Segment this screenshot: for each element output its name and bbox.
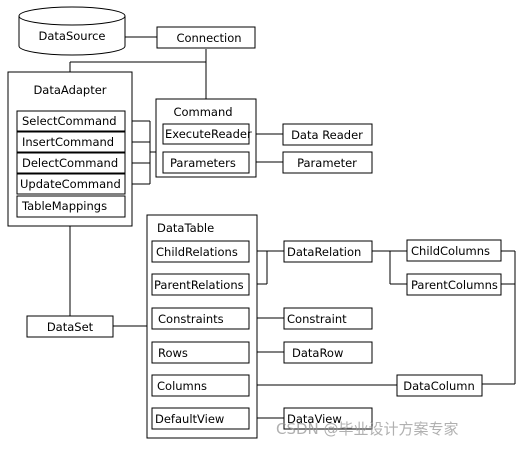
connector-columns-datacolumn — [482, 250, 516, 385]
dataview-label: DataView — [287, 412, 342, 426]
constraint-box[interactable]: Constraint — [283, 307, 373, 330]
dataview-box[interactable]: DataView — [283, 407, 373, 430]
datarow-label: DataRow — [292, 346, 343, 360]
datasource-cylinder-body — [18, 16, 126, 56]
dataadapter-table-mappings[interactable]: TableMappings — [16, 195, 126, 218]
connection-label: Connection — [176, 31, 241, 45]
default-view-label: DefaultView — [155, 412, 224, 426]
datatable-columns[interactable]: Columns — [151, 374, 250, 397]
parameter-box[interactable]: Parameter — [282, 151, 373, 174]
datatable-container[interactable]: DataTable ChildRelations ParentRelations… — [146, 214, 258, 439]
parent-relations-label: ParentRelations — [154, 278, 244, 292]
childcolumns-label: ChildColumns — [411, 244, 490, 258]
connector-relations-bracket — [249, 250, 284, 285]
datarelation-label: DataRelation — [287, 245, 361, 259]
datatable-default-view[interactable]: DefaultView — [151, 407, 250, 430]
constraints-label: Constraints — [158, 312, 224, 326]
datarow-box[interactable]: DataRow — [283, 341, 373, 364]
parameters-label: Parameters — [170, 156, 236, 170]
datatable-child-relations[interactable]: ChildRelations — [151, 240, 250, 263]
parentcolumns-label: ParentColumns — [411, 278, 498, 292]
rows-label: Rows — [158, 346, 188, 360]
dataadapter-insert-command[interactable]: InsertCommand — [16, 131, 126, 153]
command-parameters[interactable]: Parameters — [162, 151, 250, 174]
childcolumns-box[interactable]: ChildColumns — [406, 239, 502, 262]
datatable-constraints[interactable]: Constraints — [151, 307, 250, 330]
dataset-label: DataSet — [47, 320, 94, 334]
dataadapter-update-command[interactable]: UpdateCommand — [16, 173, 126, 195]
constraint-label: Constraint — [287, 312, 347, 326]
datasource-cylinder-top — [18, 6, 126, 26]
command-execute-reader[interactable]: ExecuteReader — [162, 123, 252, 145]
datareader-label: Data Reader — [291, 128, 363, 142]
dataadapter-title: DataAdapter — [33, 83, 106, 97]
datatable-parent-relations[interactable]: ParentRelations — [151, 273, 250, 296]
datareader-box[interactable]: Data Reader — [282, 123, 373, 146]
parentcolumns-box[interactable]: ParentColumns — [406, 273, 502, 296]
datatable-rows[interactable]: Rows — [151, 341, 250, 364]
csdn-watermark: CSDN @毕业设计方案专家 — [276, 420, 459, 438]
datasource-label: DataSource — [39, 29, 106, 43]
connection-box[interactable]: Connection — [156, 26, 256, 49]
datarelation-box[interactable]: DataRelation — [283, 240, 373, 263]
insert-command-label: InsertCommand — [22, 135, 114, 149]
execute-reader-label: ExecuteReader — [165, 127, 252, 141]
child-relations-label: ChildRelations — [156, 245, 238, 259]
dataadapter-delect-command[interactable]: DelectCommand — [16, 152, 126, 174]
datasource-cylinder[interactable]: DataSource — [18, 6, 126, 56]
command-title: Command — [173, 105, 232, 119]
dataset-box[interactable]: DataSet — [26, 315, 114, 338]
dataadapter-select-command[interactable]: SelectCommand — [16, 110, 126, 132]
parameter-label: Parameter — [297, 156, 357, 170]
table-mappings-label: TableMappings — [21, 199, 107, 213]
datacolumn-label: DataColumn — [403, 379, 475, 393]
columns-label: Columns — [157, 379, 207, 393]
select-command-label: SelectCommand — [22, 114, 117, 128]
update-command-label: UpdateCommand — [20, 177, 121, 191]
datatable-title: DataTable — [157, 221, 214, 235]
command-container[interactable]: Command ExecuteReader Parameters — [155, 98, 257, 178]
dataadapter-container[interactable]: DataAdapter SelectCommand InsertCommand … — [7, 71, 133, 227]
datacolumn-box[interactable]: DataColumn — [396, 374, 483, 397]
delect-command-label: DelectCommand — [22, 156, 118, 170]
connector-datarelation-columns — [372, 250, 407, 285]
